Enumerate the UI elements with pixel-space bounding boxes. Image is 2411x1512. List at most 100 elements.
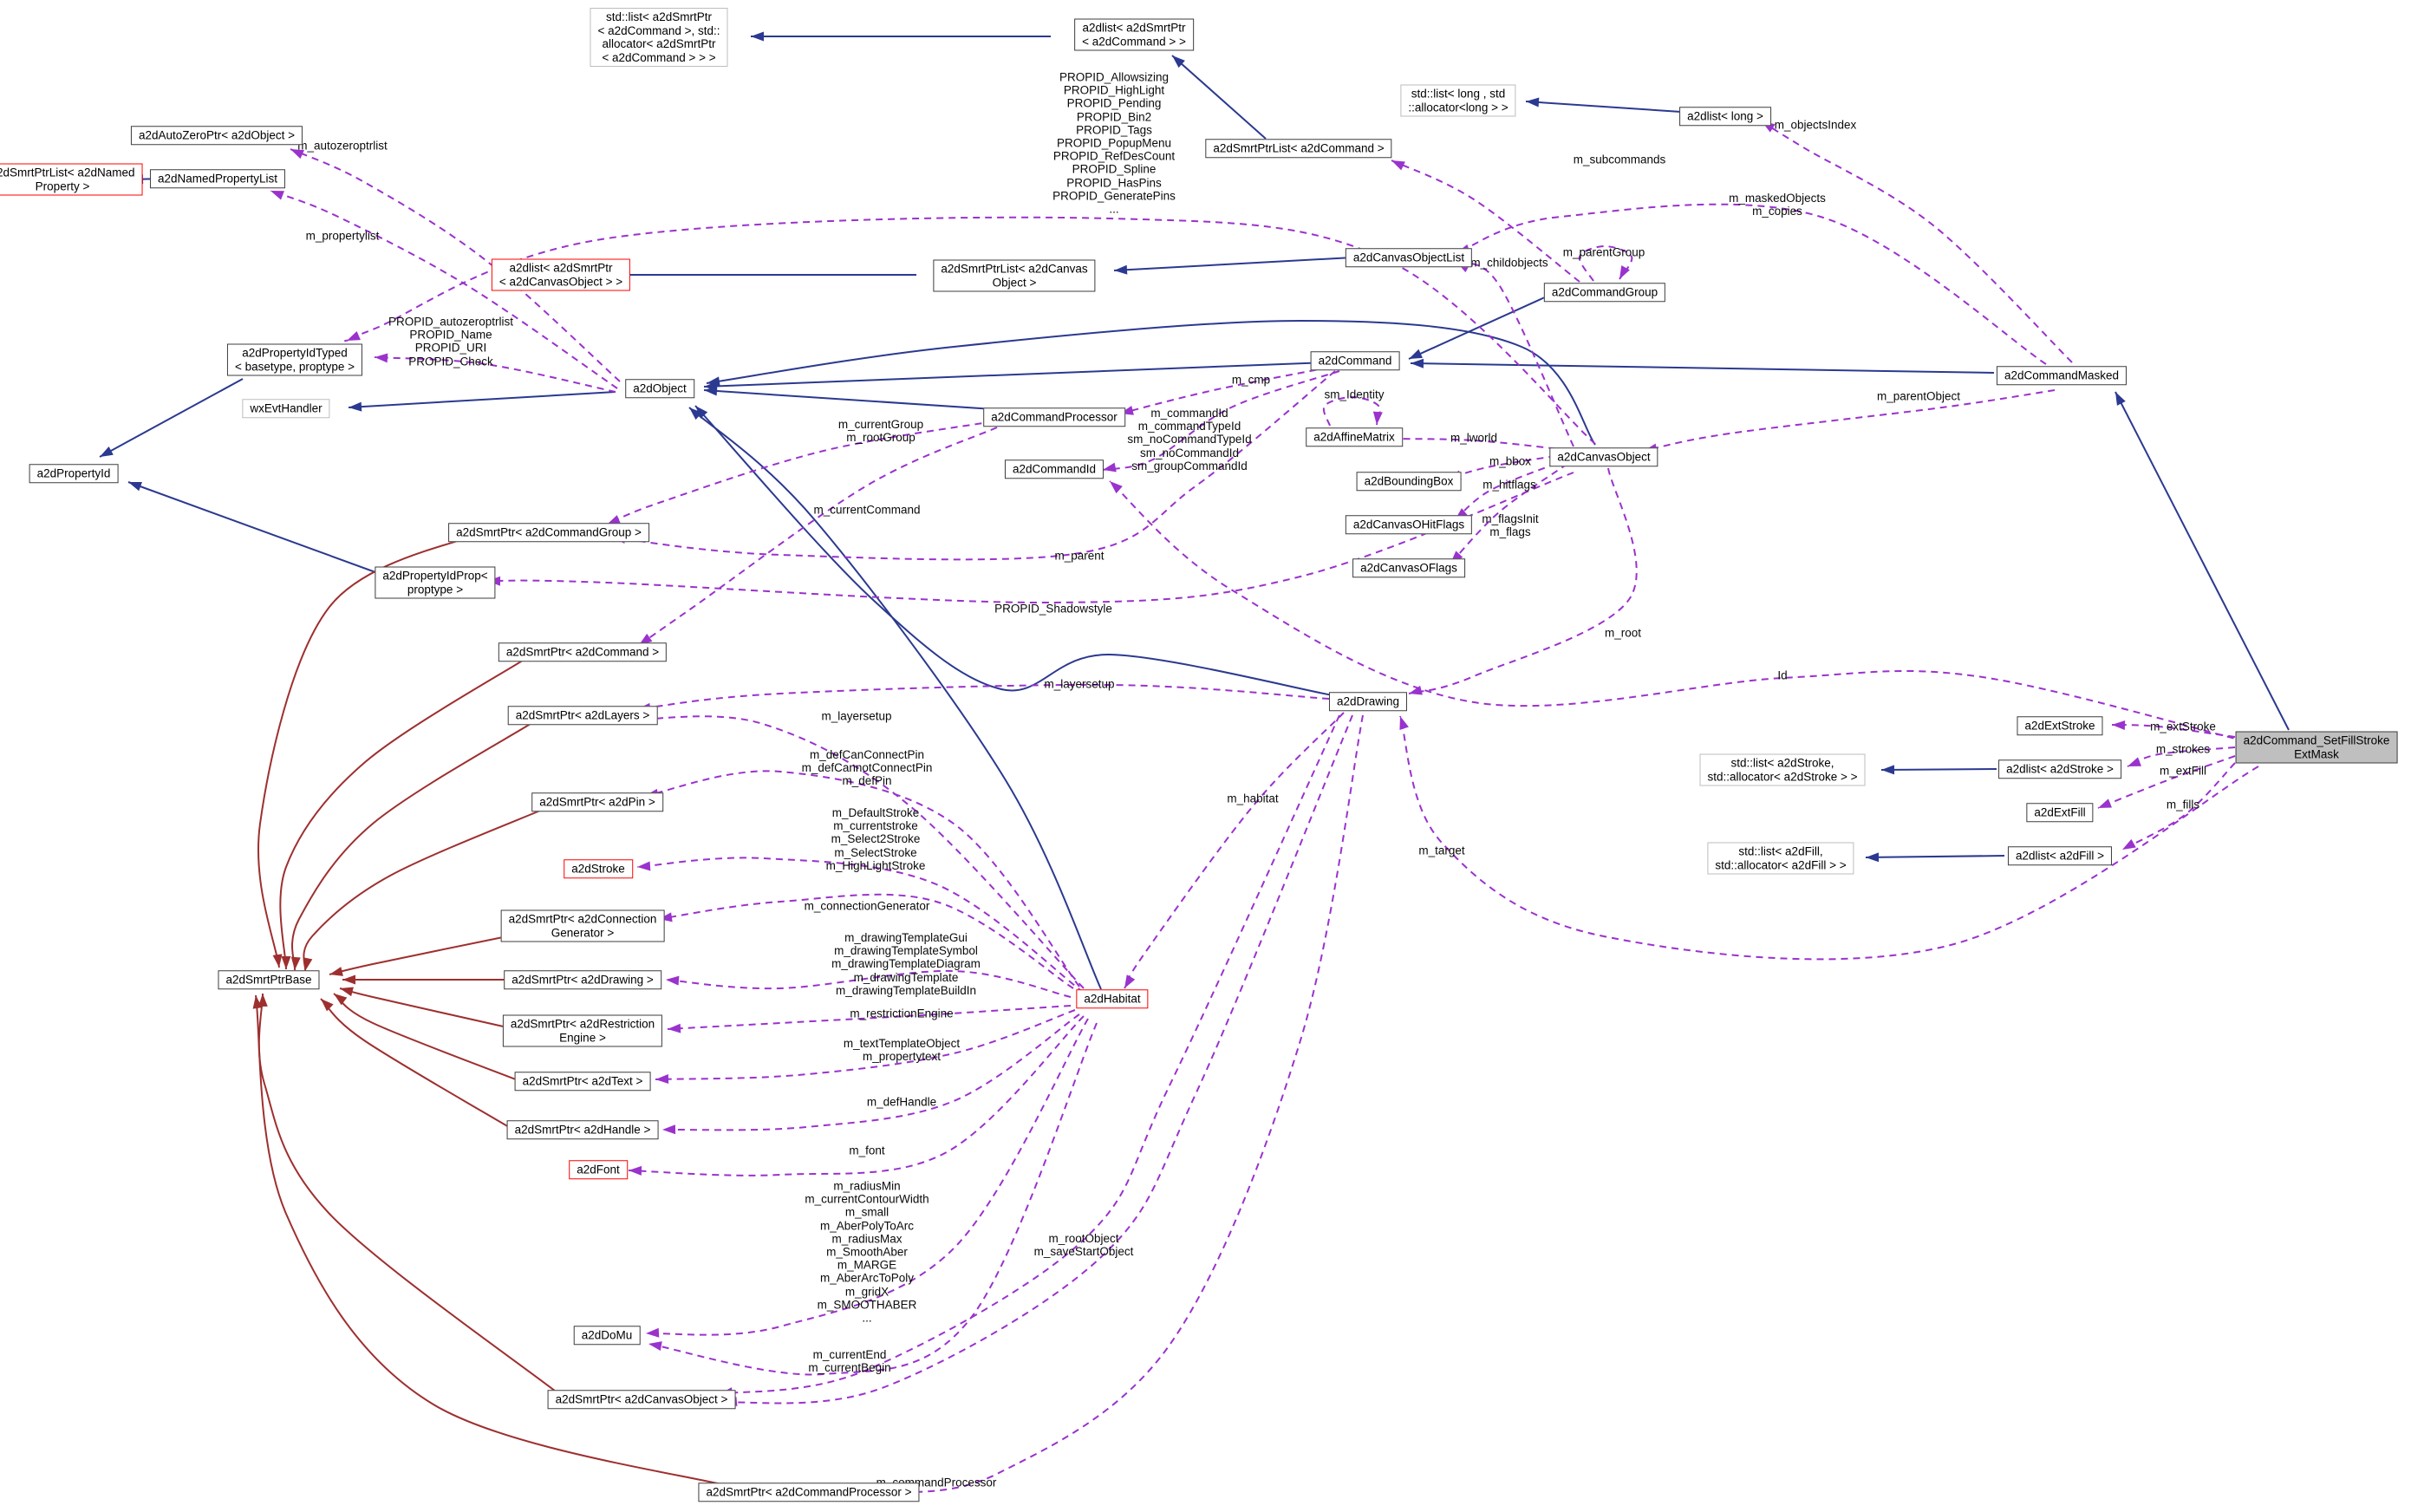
- edge-usage: [1119, 367, 1329, 414]
- edge-private: [320, 998, 514, 1131]
- class-node-wxevthandler: wxEvtHandler: [242, 399, 330, 418]
- edge-usage: [1102, 370, 1340, 471]
- class-node-drawing[interactable]: a2dDrawing: [1328, 692, 1408, 711]
- edge-label-m-parentobject: m_parentObject: [1876, 389, 1961, 403]
- class-node-extfill[interactable]: a2dExtFill: [2026, 803, 2094, 822]
- arrowhead: [2098, 798, 2112, 808]
- arrowhead: [2122, 838, 2136, 850]
- class-node-canvasohitflags[interactable]: a2dCanvasOHitFlags: [1345, 515, 1473, 534]
- class-node-a2dlist-long[interactable]: a2dlist< long >: [1679, 107, 1771, 126]
- class-node-smrtptr-commandprocessor[interactable]: a2dSmrtPtr< a2dCommandProcessor >: [698, 1483, 920, 1502]
- edge-label-m-hitflags: m_hitflags: [1482, 478, 1536, 492]
- class-node-command[interactable]: a2dCommand: [1310, 351, 1400, 370]
- class-node-smrtptr-canvasobject[interactable]: a2dSmrtPtr< a2dCanvasObject >: [547, 1390, 736, 1409]
- edge-usage: [606, 420, 994, 525]
- class-node-commandprocessor[interactable]: a2dCommandProcessor: [983, 407, 1125, 427]
- class-node-affinematrix[interactable]: a2dAffineMatrix: [1306, 427, 1403, 446]
- edge-label-m-lworld: m_lworld: [1450, 431, 1498, 445]
- class-node-propertyidprop[interactable]: a2dPropertyIdProp<proptype >: [375, 566, 496, 599]
- arrowhead: [270, 191, 284, 200]
- arrowhead: [648, 1341, 662, 1351]
- edge-public: [1171, 55, 1267, 140]
- edge-usage: [1456, 261, 1574, 447]
- arrowhead: [1881, 765, 1895, 775]
- class-node-smrtptr-handle[interactable]: a2dSmrtPtr< a2dHandle >: [506, 1120, 659, 1139]
- class-node-namedpropertylist[interactable]: a2dNamedPropertyList: [149, 169, 286, 188]
- arrowhead: [1866, 852, 1880, 863]
- class-node-smrtptr-layers[interactable]: a2dSmrtPtr< a2dLayers >: [507, 706, 658, 725]
- arrowhead: [290, 956, 301, 970]
- class-node-a2dlist-fill[interactable]: a2dlist< a2dFill >: [2007, 846, 2113, 865]
- class-node-smrtptr-command[interactable]: a2dSmrtPtr< a2dCommand >: [498, 642, 668, 662]
- edge-public: [127, 481, 395, 580]
- class-node-commandmasked[interactable]: a2dCommandMasked: [1996, 366, 2128, 385]
- edge-private: [279, 654, 533, 970]
- class-node-a2dlist-command[interactable]: a2dlist< a2dSmrtPtr< a2dCommand > >: [1074, 18, 1194, 51]
- class-node-smrtptrbase[interactable]: a2dSmrtPtrBase: [218, 970, 320, 989]
- class-node-canvasobject[interactable]: a2dCanvasObject: [1549, 447, 1658, 466]
- class-node-smrtptrlist-command[interactable]: a2dSmrtPtrList< a2dCommand >: [1205, 139, 1392, 158]
- arrowhead: [2112, 720, 2126, 731]
- class-node-smrtptr-text[interactable]: a2dSmrtPtr< a2dText >: [514, 1072, 651, 1091]
- edge-usage: [719, 714, 1340, 1395]
- edge-public: [694, 405, 1333, 696]
- edge-private: [329, 935, 508, 975]
- edge-usage: [1761, 121, 2073, 363]
- edge-label-sm-identity: sm_Identity: [1324, 388, 1385, 401]
- arrowhead: [1124, 974, 1136, 988]
- arrowhead: [1399, 716, 1409, 730]
- edge-usage: [636, 683, 1330, 710]
- class-node-stdlist-command: std::list< a2dSmrtPtr< a2dCommand >, std…: [590, 8, 728, 67]
- class-node-extstroke[interactable]: a2dExtStroke: [2017, 716, 2103, 735]
- edge-public: [99, 378, 244, 458]
- arrowhead: [334, 994, 348, 1006]
- class-node-boundingbox[interactable]: a2dBoundingBox: [1356, 472, 1462, 491]
- edge-public: [1865, 855, 2005, 858]
- arrowhead: [704, 386, 718, 396]
- class-node-autozeroptr[interactable]: a2dAutoZeroPtr< a2dObject >: [130, 126, 303, 145]
- class-node-canvasobjectlist[interactable]: a2dCanvasObjectList: [1345, 248, 1473, 267]
- class-node-propertyidtyped[interactable]: a2dPropertyIdTyped< basetype, proptype >: [226, 343, 363, 376]
- arrowhead: [128, 481, 142, 492]
- class-node-canvasoflags[interactable]: a2dCanvasOFlags: [1352, 558, 1465, 577]
- edge-usage: [1450, 463, 1568, 564]
- class-node-a2dlist-stroke[interactable]: a2dlist< a2dStroke >: [1998, 759, 2121, 779]
- class-node-habitat[interactable]: a2dHabitat: [1076, 989, 1149, 1008]
- class-node-commandgroup[interactable]: a2dCommandGroup: [1543, 283, 1666, 302]
- class-node-smrtptr-drawing[interactable]: a2dSmrtPtr< a2dDrawing >: [504, 970, 661, 989]
- class-node-a2dobject[interactable]: a2dObject: [625, 379, 694, 398]
- class-node-commandid[interactable]: a2dCommandId: [1004, 459, 1104, 479]
- edge-usage: [644, 770, 1080, 987]
- class-node-smrtptr-pin[interactable]: a2dSmrtPtr< a2dPin >: [531, 792, 663, 811]
- edge-label-m-bbox: m_bbox: [1489, 454, 1532, 468]
- edge-label-m-currentcommand: m_currentCommand: [813, 503, 921, 517]
- arrowhead: [1411, 358, 1424, 368]
- edge-label-propid-shadowstyle: PROPID_Shadowstyle: [994, 602, 1112, 616]
- edge-usage: [1408, 467, 1638, 694]
- edge-usage: [2121, 762, 2236, 850]
- edge-label-m-habitat: m_habitat: [1227, 792, 1279, 805]
- class-node-propertyid[interactable]: a2dPropertyId: [29, 464, 119, 483]
- edge-usage: [290, 148, 621, 382]
- edge-public: [348, 391, 616, 408]
- edge-usage: [658, 893, 1074, 989]
- class-node-domu[interactable]: a2dDoMu: [573, 1326, 641, 1345]
- class-node-font[interactable]: a2dFont: [569, 1160, 628, 1179]
- class-node-smrtptr-commandgroup[interactable]: a2dSmrtPtr< a2dCommandGroup >: [448, 523, 649, 542]
- edge-public: [1880, 768, 1997, 771]
- class-node-a2dlist-canvasobject[interactable]: a2dlist< a2dSmrtPtr< a2dCanvasObject > >: [491, 258, 631, 291]
- edge-label-m-extstroke: m_extStroke: [2150, 720, 2216, 733]
- class-node-stroke[interactable]: a2dStroke: [564, 859, 633, 878]
- arrowhead: [342, 974, 355, 985]
